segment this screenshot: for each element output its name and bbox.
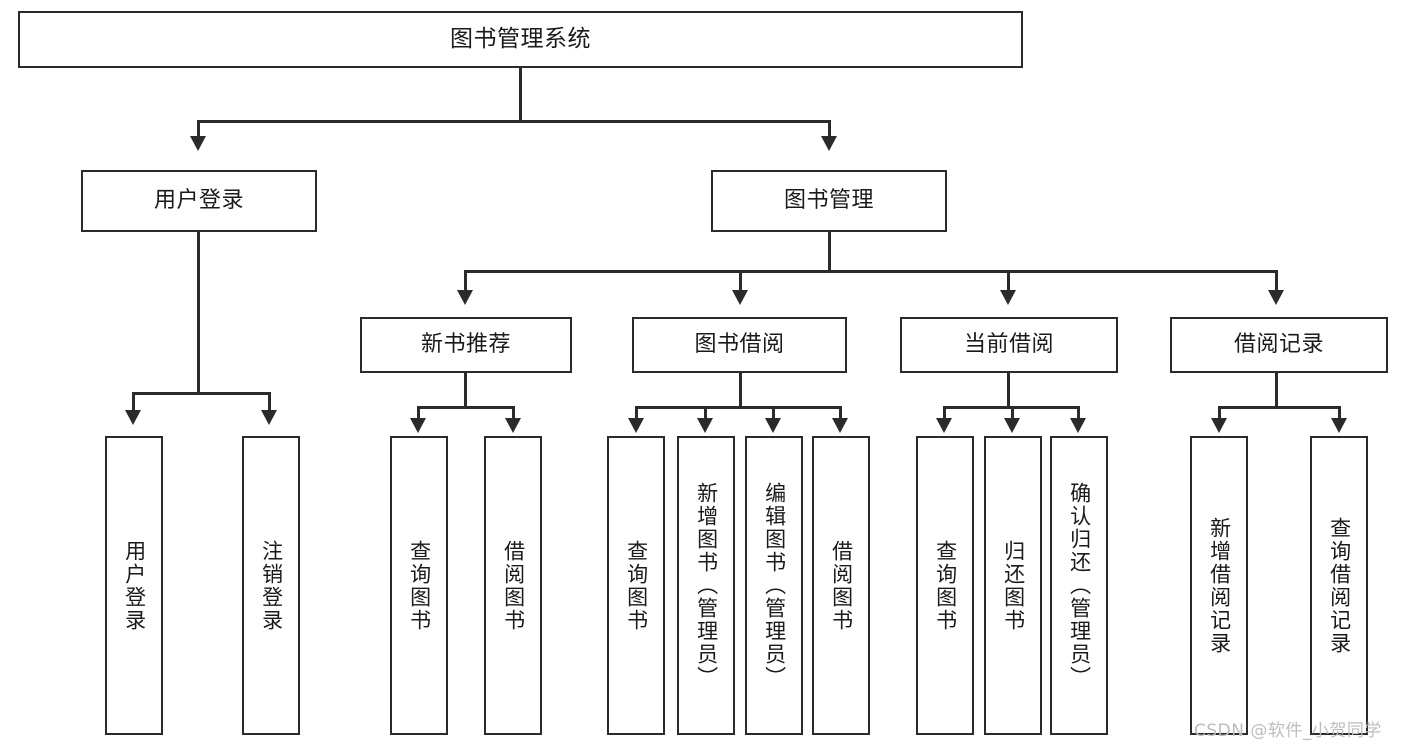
node-label: 查询图书 xyxy=(624,539,649,632)
connector-user-login-stem xyxy=(197,232,200,392)
node-label: 用户登录 xyxy=(122,539,147,632)
node-root-book-management-system[interactable]: 图书管理系统 xyxy=(18,11,1023,68)
connector-level3-drop-4 xyxy=(1275,270,1278,292)
connector-bb-drop-2 xyxy=(704,406,707,420)
node-label: 当前借阅 xyxy=(963,332,1054,358)
connector-nbr-drop-1 xyxy=(417,406,420,420)
arrowhead-nbr-borrow-book xyxy=(505,418,521,433)
node-label: 查询图书 xyxy=(407,539,432,632)
connector-br-drop-1 xyxy=(1218,406,1221,420)
connector-root-rail xyxy=(197,120,831,123)
node-label: 注销登录 xyxy=(259,539,284,632)
arrowhead-br-add-record xyxy=(1211,418,1227,433)
connector-cb-rail xyxy=(943,406,1077,409)
arrowhead-new-book-recommend xyxy=(457,290,473,305)
arrowhead-cb-return-book xyxy=(1004,418,1020,433)
connector-book-management-stem xyxy=(828,232,831,270)
node-label: 编辑图书（管理员） xyxy=(762,482,787,689)
connector-root-stem xyxy=(519,68,522,120)
node-label: 图书借阅 xyxy=(694,332,785,358)
node-label: 借阅图书 xyxy=(829,539,854,632)
connector-root-drop-left xyxy=(197,120,200,138)
arrowhead-bb-borrow-book xyxy=(832,418,848,433)
leaf-user-login[interactable]: 用户登录 xyxy=(105,436,163,735)
arrowhead-book-borrow xyxy=(732,290,748,305)
leaf-cb-query-book[interactable]: 查询图书 xyxy=(916,436,974,735)
connector-level3-drop-1 xyxy=(464,270,467,292)
node-new-book-recommend[interactable]: 新书推荐 xyxy=(360,317,572,373)
connector-bb-rail xyxy=(635,406,842,409)
connector-level3-drop-2 xyxy=(739,270,742,292)
connector-cb-drop-1 xyxy=(943,406,946,420)
leaf-bb-edit-book[interactable]: 编辑图书（管理员） xyxy=(745,436,803,735)
arrowhead-leaf-logout xyxy=(261,410,277,425)
connector-br-drop-2 xyxy=(1338,406,1341,420)
connector-br-rail xyxy=(1218,406,1340,409)
connector-nbr-drop-2 xyxy=(512,406,515,420)
connector-level3-drop-3 xyxy=(1007,270,1010,292)
leaf-br-add-record[interactable]: 新增借阅记录 xyxy=(1190,436,1248,735)
arrowhead-bb-edit-book xyxy=(765,418,781,433)
leaf-cb-return-book[interactable]: 归还图书 xyxy=(984,436,1042,735)
connector-level3-rail xyxy=(464,270,1278,273)
connector-cb-stem xyxy=(1007,373,1010,406)
node-label: 新书推荐 xyxy=(420,332,511,358)
leaf-bb-add-book[interactable]: 新增图书（管理员） xyxy=(677,436,735,735)
leaf-bb-query-book[interactable]: 查询图书 xyxy=(607,436,665,735)
leaf-nbr-borrow-book[interactable]: 借阅图书 xyxy=(484,436,542,735)
node-label: 用户登录 xyxy=(153,188,244,214)
connector-user-login-rail xyxy=(132,392,270,395)
arrowhead-borrow-records xyxy=(1268,290,1284,305)
node-book-management[interactable]: 图书管理 xyxy=(711,170,947,232)
connector-bb-stem xyxy=(739,373,742,406)
node-borrow-records[interactable]: 借阅记录 xyxy=(1170,317,1388,373)
arrowhead-br-query-record xyxy=(1331,418,1347,433)
node-label: 新增图书（管理员） xyxy=(694,482,719,689)
node-label: 查询图书 xyxy=(933,539,958,632)
arrowhead-bb-query-book xyxy=(628,418,644,433)
connector-user-login-drop-2 xyxy=(268,392,271,412)
arrowhead-to-user-login xyxy=(190,136,206,151)
node-label: 图书管理系统 xyxy=(450,25,591,52)
arrowhead-cb-query-book xyxy=(936,418,952,433)
connector-nbr-stem xyxy=(464,373,467,406)
arrowhead-to-book-management xyxy=(821,136,837,151)
leaf-br-query-record[interactable]: 查询借阅记录 xyxy=(1310,436,1368,735)
connector-root-drop-right xyxy=(828,120,831,138)
node-label: 借阅图书 xyxy=(501,539,526,632)
leaf-nbr-query-book[interactable]: 查询图书 xyxy=(390,436,448,735)
leaf-bb-borrow-book[interactable]: 借阅图书 xyxy=(812,436,870,735)
arrowhead-cb-confirm-return xyxy=(1070,418,1086,433)
connector-cb-drop-2 xyxy=(1011,406,1014,420)
connector-bb-drop-4 xyxy=(839,406,842,420)
node-book-borrow[interactable]: 图书借阅 xyxy=(632,317,847,373)
arrowhead-leaf-user-login xyxy=(125,410,141,425)
node-label: 查询借阅记录 xyxy=(1327,516,1352,655)
leaf-cb-confirm-return[interactable]: 确认归还（管理员） xyxy=(1050,436,1108,735)
node-label: 图书管理 xyxy=(783,188,874,214)
node-label: 新增借阅记录 xyxy=(1207,516,1232,655)
connector-nbr-rail xyxy=(417,406,515,409)
connector-bb-drop-1 xyxy=(635,406,638,420)
node-label: 归还图书 xyxy=(1001,539,1026,632)
leaf-logout[interactable]: 注销登录 xyxy=(242,436,300,735)
connector-bb-drop-3 xyxy=(772,406,775,420)
connector-cb-drop-3 xyxy=(1077,406,1080,420)
node-label: 借阅记录 xyxy=(1233,332,1324,358)
connector-br-stem xyxy=(1275,373,1278,406)
arrowhead-current-borrow xyxy=(1000,290,1016,305)
node-current-borrow[interactable]: 当前借阅 xyxy=(900,317,1118,373)
connector-user-login-drop-1 xyxy=(132,392,135,412)
arrowhead-nbr-query-book xyxy=(410,418,426,433)
arrowhead-bb-add-book xyxy=(697,418,713,433)
node-user-login[interactable]: 用户登录 xyxy=(81,170,317,232)
node-label: 确认归还（管理员） xyxy=(1067,482,1092,689)
